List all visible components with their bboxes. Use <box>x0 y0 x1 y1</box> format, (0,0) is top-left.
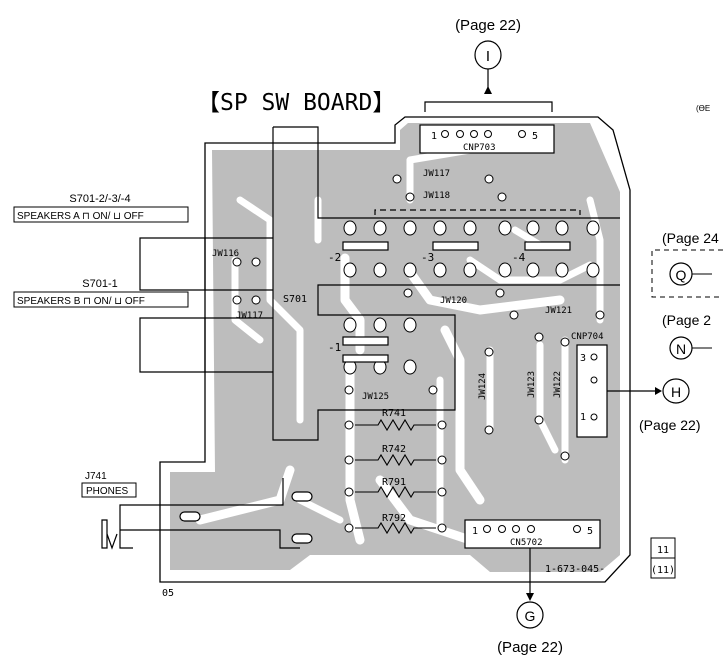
switch-contacts <box>343 220 600 375</box>
connector-h-letter: H <box>671 384 681 400</box>
g-arrow <box>526 593 534 601</box>
speakers-b-box <box>13 291 189 308</box>
speakers-a-label: SPEAKERS A ⊓ ON/ ⊔ OFF <box>17 211 144 222</box>
r792-label: R792 <box>382 513 406 524</box>
cnp704-pin3: 3 <box>580 353 586 364</box>
r741-label: R741 <box>382 408 406 419</box>
jw125-label: JW125 <box>362 392 389 402</box>
jw119-label: JW118 <box>423 191 450 201</box>
section-4-label: -4 <box>512 251 526 264</box>
speakers-a-box <box>13 206 189 223</box>
phones-box <box>81 482 137 498</box>
jw120-label: JW120 <box>440 296 467 306</box>
cnp703-pin5: 5 <box>532 131 538 142</box>
s701-1-label: S701-1 <box>82 278 117 290</box>
section-2-label: -2 <box>328 251 341 264</box>
switch-sliders <box>342 241 571 363</box>
connector-n-letter: N <box>676 341 686 357</box>
i-arrow <box>484 86 492 94</box>
board-number: 1-673-045- <box>545 564 605 575</box>
page-box-bottom: (11) <box>651 565 675 576</box>
cn5702-pin1: 1 <box>472 526 478 537</box>
section-1-label: -1 <box>328 341 341 354</box>
phones-jack-outline <box>101 478 300 550</box>
speakers-b-label: SPEAKERS B ⊓ ON/ ⊔ OFF <box>17 296 145 307</box>
switch-bodies <box>139 126 620 441</box>
cnp703-pins <box>441 130 526 138</box>
r791-label: R791 <box>382 477 406 488</box>
cnp703-pin1: 1 <box>431 131 437 142</box>
jw117-label: JW117 <box>236 311 263 321</box>
jw124-label: JW124 <box>478 373 488 400</box>
resistor-symbols <box>355 418 436 535</box>
page-ref-bottom: (Page 22) <box>497 639 563 656</box>
page-ref-h: (Page 22) <box>639 417 700 433</box>
r742-label: R742 <box>382 444 406 455</box>
s701-label: S701 <box>283 294 307 305</box>
connector-g-marker <box>516 601 544 629</box>
j741-label: J741 <box>85 471 107 482</box>
connector-g-letter: G <box>525 608 536 624</box>
cn5702-pin5: 5 <box>587 526 593 537</box>
cnp703-outline <box>419 124 555 154</box>
cnp704-pins <box>590 353 598 421</box>
section-3-label: -3 <box>421 251 434 264</box>
jumper-pads <box>232 174 605 461</box>
cnp704-pin1: 1 <box>580 412 586 423</box>
board-title: 【SP SW BOARD】 <box>197 90 395 116</box>
connector-h-marker <box>662 378 690 404</box>
cn5702-outline <box>464 519 601 549</box>
cnp704-label: CNP704 <box>571 332 604 342</box>
page-ref-n: (Page 2 <box>662 312 711 328</box>
s701-234-label: S701-2/-3/-4 <box>69 193 130 205</box>
copper-pour <box>170 123 620 572</box>
corner-code: 05 <box>162 588 174 599</box>
cut-label: (ƟE <box>696 104 710 113</box>
cn5702-pins <box>483 525 581 533</box>
cn5702-label: CN5702 <box>510 538 543 548</box>
jw121-label: JW121 <box>545 306 572 316</box>
cnp703-label: CNP703 <box>463 143 496 153</box>
jw122-label: JW122 <box>553 371 563 398</box>
page-box-top: 11 <box>657 545 669 556</box>
phones-pads <box>179 491 313 544</box>
h-arrow <box>655 387 662 395</box>
board-outline <box>159 116 631 583</box>
page-ref-top: (Page 22) <box>455 17 521 34</box>
jw116-label: JW116 <box>212 249 239 259</box>
jw118-label: JW117 <box>423 169 450 179</box>
phones-label: PHONES <box>86 486 129 497</box>
resistor-pads <box>344 420 447 533</box>
page-ref-q: (Page 24 <box>662 230 719 246</box>
jw123-label: JW123 <box>527 371 537 398</box>
connector-i-letter: I <box>486 48 490 65</box>
i-bracket <box>424 101 553 112</box>
connector-q-letter: Q <box>676 267 687 283</box>
q-dashed-box <box>651 249 723 298</box>
